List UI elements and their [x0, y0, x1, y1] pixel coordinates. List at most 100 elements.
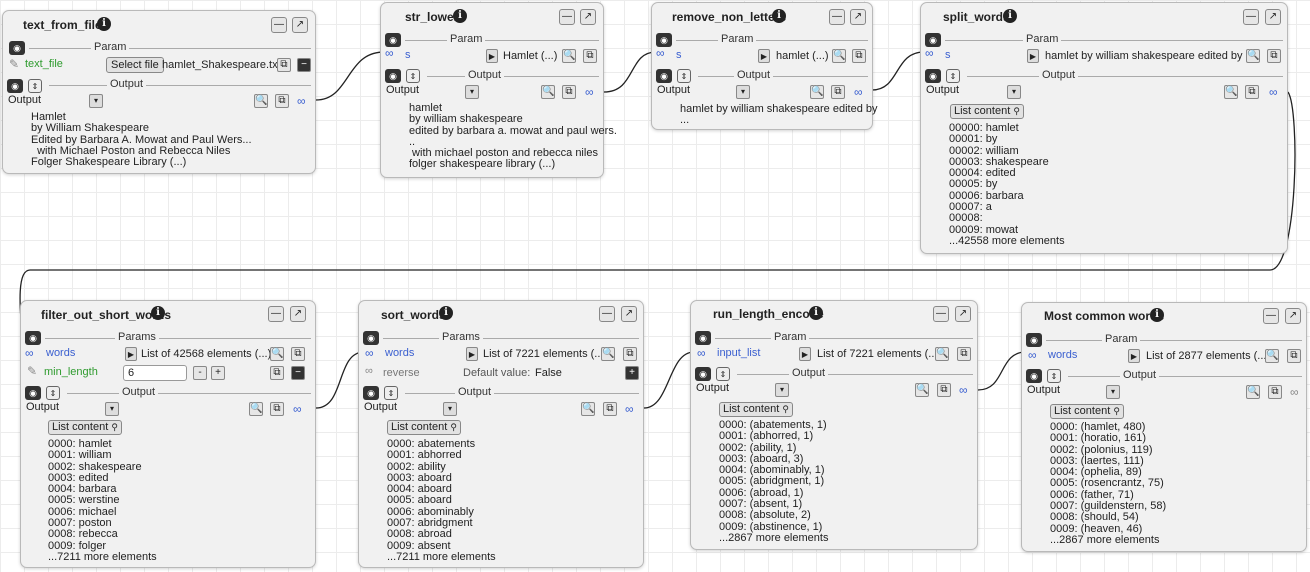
copy-icon[interactable]: ⧉ [957, 347, 971, 361]
expand-icon[interactable]: ⇕ [384, 386, 398, 400]
minimize-button[interactable]: — [559, 9, 575, 25]
zoom-icon[interactable]: 🔍 [541, 85, 555, 99]
link-icon[interactable]: ∞ [585, 85, 594, 99]
list-content-button[interactable]: List content ⚲ [1050, 404, 1124, 419]
output-dropdown[interactable]: ▾ [89, 94, 103, 108]
copy-icon[interactable]: ⧉ [937, 383, 951, 397]
info-icon[interactable]: i [809, 306, 823, 320]
info-icon[interactable]: i [97, 17, 111, 31]
copy-icon[interactable]: ⧉ [1267, 49, 1281, 63]
zoom-icon[interactable]: 🔍 [1246, 385, 1260, 399]
eye-icon[interactable]: ◉ [1026, 333, 1042, 347]
eye-icon[interactable]: ◉ [695, 331, 711, 345]
expand-icon[interactable]: ⇕ [46, 386, 60, 400]
link-icon[interactable]: ∞ [385, 46, 394, 60]
zoom-icon[interactable]: 🔍 [249, 402, 263, 416]
expand-icon[interactable]: ⇕ [406, 69, 420, 83]
zoom-icon[interactable]: 🔍 [935, 347, 949, 361]
expand-icon[interactable]: ⇕ [28, 79, 42, 93]
copy-icon[interactable]: ⧉ [562, 85, 576, 99]
zoom-icon[interactable]: 🔍 [601, 347, 615, 361]
info-icon[interactable]: i [453, 9, 467, 23]
info-icon[interactable]: i [1150, 308, 1164, 322]
zoom-icon[interactable]: 🔍 [581, 402, 595, 416]
copy-icon[interactable]: ⧉ [623, 347, 637, 361]
link-icon[interactable]: ∞ [959, 383, 968, 397]
eye-icon[interactable]: ◉ [385, 69, 401, 83]
popout-button[interactable]: ↗ [1265, 9, 1281, 25]
eye-icon[interactable]: ◉ [363, 331, 379, 345]
minimize-button[interactable]: — [268, 306, 284, 322]
play-icon[interactable]: ▶ [466, 347, 478, 361]
node-text-from-file[interactable]: text_from_file i — ↗ ◉ Param ✎ text_file… [2, 10, 316, 174]
zoom-icon[interactable]: 🔍 [915, 383, 929, 397]
remove-icon[interactable]: − [291, 366, 305, 380]
minimize-button[interactable]: — [271, 17, 287, 33]
output-dropdown[interactable]: ▾ [465, 85, 479, 99]
popout-button[interactable]: ↗ [290, 306, 306, 322]
node-remove-non-letters[interactable]: remove_non_letters i — ↗ ◉ Param ∞ s ▶ h… [651, 2, 878, 130]
link-icon[interactable]: ∞ [625, 402, 634, 416]
minimize-button[interactable]: — [933, 306, 949, 322]
list-content-button[interactable]: List content ⚲ [387, 420, 461, 435]
select-file-button[interactable]: Select file [106, 57, 164, 73]
minimize-button[interactable]: — [829, 9, 845, 25]
output-dropdown[interactable]: ▾ [775, 383, 789, 397]
zoom-icon[interactable]: 🔍 [562, 49, 576, 63]
popout-button[interactable]: ↗ [955, 306, 971, 322]
eye-icon[interactable]: ◉ [9, 41, 25, 55]
expand-icon[interactable]: ⇕ [716, 367, 730, 381]
eye-icon[interactable]: ◉ [1026, 369, 1042, 383]
play-icon[interactable]: ▶ [1128, 349, 1140, 363]
link-icon[interactable]: ∞ [25, 346, 34, 360]
popout-button[interactable]: ↗ [292, 17, 308, 33]
list-content-button[interactable]: List content ⚲ [48, 420, 122, 435]
node-split-words[interactable]: split_words i — ↗ ◉ Param ∞ s ▶ hamlet b… [920, 2, 1288, 254]
link-icon[interactable]: ∞ [297, 94, 306, 108]
list-content-button[interactable]: List content ⚲ [719, 402, 793, 417]
link-icon[interactable]: ∞ [925, 46, 934, 60]
eye-icon[interactable]: ◉ [363, 386, 379, 400]
copy-icon[interactable]: ⧉ [277, 58, 291, 72]
eye-icon[interactable]: ◉ [925, 33, 941, 47]
output-dropdown[interactable]: ▾ [1106, 385, 1120, 399]
popout-button[interactable]: ↗ [850, 9, 866, 25]
decrement-button[interactable]: - [193, 366, 207, 380]
zoom-icon[interactable]: 🔍 [1265, 349, 1279, 363]
info-icon[interactable]: i [772, 9, 786, 23]
popout-button[interactable]: ↗ [621, 306, 637, 322]
play-icon[interactable]: ▶ [486, 49, 498, 63]
eye-icon[interactable]: ◉ [925, 69, 941, 83]
output-dropdown[interactable]: ▾ [736, 85, 750, 99]
zoom-icon[interactable]: 🔍 [270, 347, 284, 361]
zoom-icon[interactable]: 🔍 [1246, 49, 1260, 63]
minimize-button[interactable]: — [1263, 308, 1279, 324]
popout-button[interactable]: ↗ [1285, 308, 1301, 324]
play-icon[interactable]: ▶ [1027, 49, 1039, 63]
minimize-button[interactable]: — [1243, 9, 1259, 25]
play-icon[interactable]: ▶ [125, 347, 137, 361]
info-icon[interactable]: i [1003, 9, 1017, 23]
link-icon[interactable]: ∞ [293, 402, 302, 416]
minimize-button[interactable]: — [599, 306, 615, 322]
node-sort-words[interactable]: sort_words i — ↗ ◉ Params ∞ words ▶ List… [358, 300, 644, 568]
copy-icon[interactable]: ⧉ [291, 347, 305, 361]
add-icon[interactable]: + [625, 366, 639, 380]
copy-icon[interactable]: ⧉ [1268, 385, 1282, 399]
output-dropdown[interactable]: ▾ [105, 402, 119, 416]
link-icon[interactable]: ∞ [697, 346, 706, 360]
expand-icon[interactable]: ⇕ [946, 69, 960, 83]
copy-icon[interactable]: ⧉ [852, 49, 866, 63]
eye-icon[interactable]: ◉ [25, 331, 41, 345]
link-icon[interactable]: ∞ [656, 46, 665, 60]
eye-icon[interactable]: ◉ [7, 79, 23, 93]
copy-icon[interactable]: ⧉ [583, 49, 597, 63]
expand-icon[interactable]: ⇕ [1047, 369, 1061, 383]
output-dropdown[interactable]: ▾ [1007, 85, 1021, 99]
zoom-icon[interactable]: 🔍 [832, 49, 846, 63]
eye-icon[interactable]: ◉ [25, 386, 41, 400]
play-icon[interactable]: ▶ [758, 49, 770, 63]
zoom-icon[interactable]: 🔍 [810, 85, 824, 99]
copy-icon[interactable]: ⧉ [275, 94, 289, 108]
eye-icon[interactable]: ◉ [656, 33, 672, 47]
